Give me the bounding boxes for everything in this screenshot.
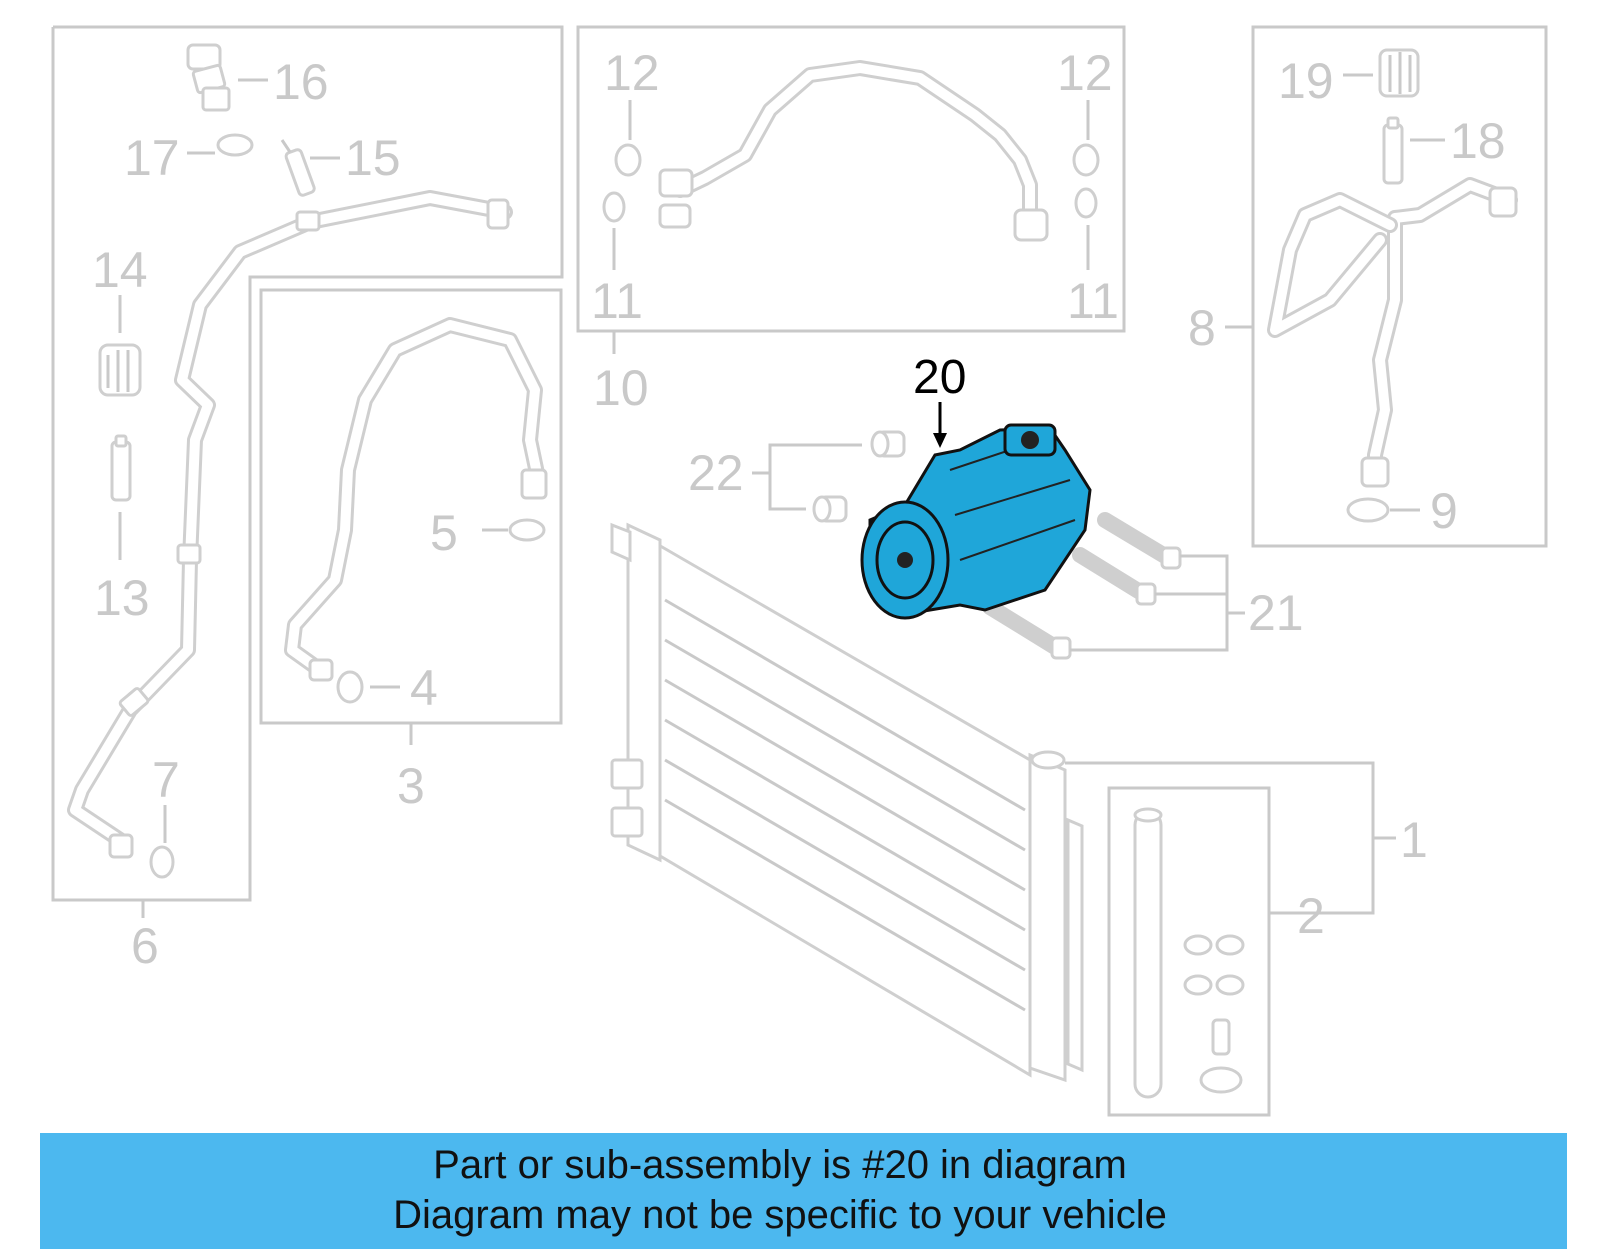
banner-line-part: Part or sub-assembly is #20 in diagram [433, 1143, 1127, 1187]
sensor-16 [186, 43, 231, 112]
callout-3: 3 [397, 758, 425, 814]
valve-13 [110, 434, 132, 502]
callout-4: 4 [410, 660, 438, 716]
callout-6: 6 [131, 918, 159, 974]
valve-15 [280, 139, 316, 197]
group-box-6 [51, 25, 564, 902]
group-box-8 [1251, 25, 1548, 548]
o-ring-12-right [1072, 143, 1100, 177]
ac-line-10 [658, 60, 1049, 242]
o-ring-9 [1346, 497, 1390, 523]
callout-5: 5 [430, 505, 458, 561]
callout-10: 10 [593, 360, 649, 416]
o-ring-17 [216, 133, 254, 157]
leader-lines [118, 73, 1445, 918]
ac-line-8 [1267, 177, 1518, 488]
callout-12-right: 12 [1057, 45, 1113, 101]
bushing-22-top [870, 430, 906, 458]
callout-7: 7 [152, 752, 180, 808]
callout-13: 13 [94, 570, 150, 626]
cap-14 [98, 343, 142, 397]
callout-2: 2 [1297, 888, 1325, 944]
callout-16: 16 [273, 54, 329, 110]
group-box-10 [576, 25, 1126, 333]
callout-20: 20 [913, 351, 966, 404]
callout-21: 21 [1248, 585, 1304, 641]
group-box-2 [1107, 786, 1271, 1117]
callout-11-left: 11 [591, 273, 643, 329]
callout-12-left: 12 [604, 45, 660, 101]
callout-15: 15 [345, 130, 401, 186]
ac-line-6 [67, 190, 513, 859]
valve-18 [1382, 116, 1404, 185]
condenser-1 [610, 522, 1084, 1083]
callout-9: 9 [1430, 483, 1458, 539]
info-banner: Part or sub-assembly is #20 in diagram D… [40, 1133, 1567, 1249]
bolt-21-bottom [982, 599, 1072, 660]
callout-8: 8 [1188, 300, 1216, 356]
callout-11-right: 11 [1067, 273, 1119, 329]
o-ring-5 [508, 518, 546, 542]
callout-17: 17 [124, 130, 180, 186]
o-ring-7 [149, 845, 175, 879]
o-ring-11-left [602, 191, 626, 223]
ac-line-3 [284, 317, 548, 682]
callout-18: 18 [1450, 113, 1506, 169]
o-ring-12-left [614, 143, 642, 177]
ac-compressor-20[interactable] [860, 423, 1092, 620]
bushing-22-bottom [812, 495, 848, 523]
drier-kit-2 [1133, 807, 1245, 1099]
banner-line-disclaimer: Diagram may not be specific to your vehi… [393, 1193, 1167, 1237]
bolt-21-middle [1072, 547, 1157, 606]
bolt-21-top [1097, 512, 1182, 570]
callout-1: 1 [1400, 812, 1428, 868]
o-ring-4 [336, 670, 364, 704]
callout-14: 14 [92, 242, 148, 298]
callout-19: 19 [1278, 53, 1334, 109]
callout-22: 22 [688, 445, 744, 501]
cap-19 [1378, 48, 1420, 98]
o-ring-11-right [1074, 187, 1098, 219]
